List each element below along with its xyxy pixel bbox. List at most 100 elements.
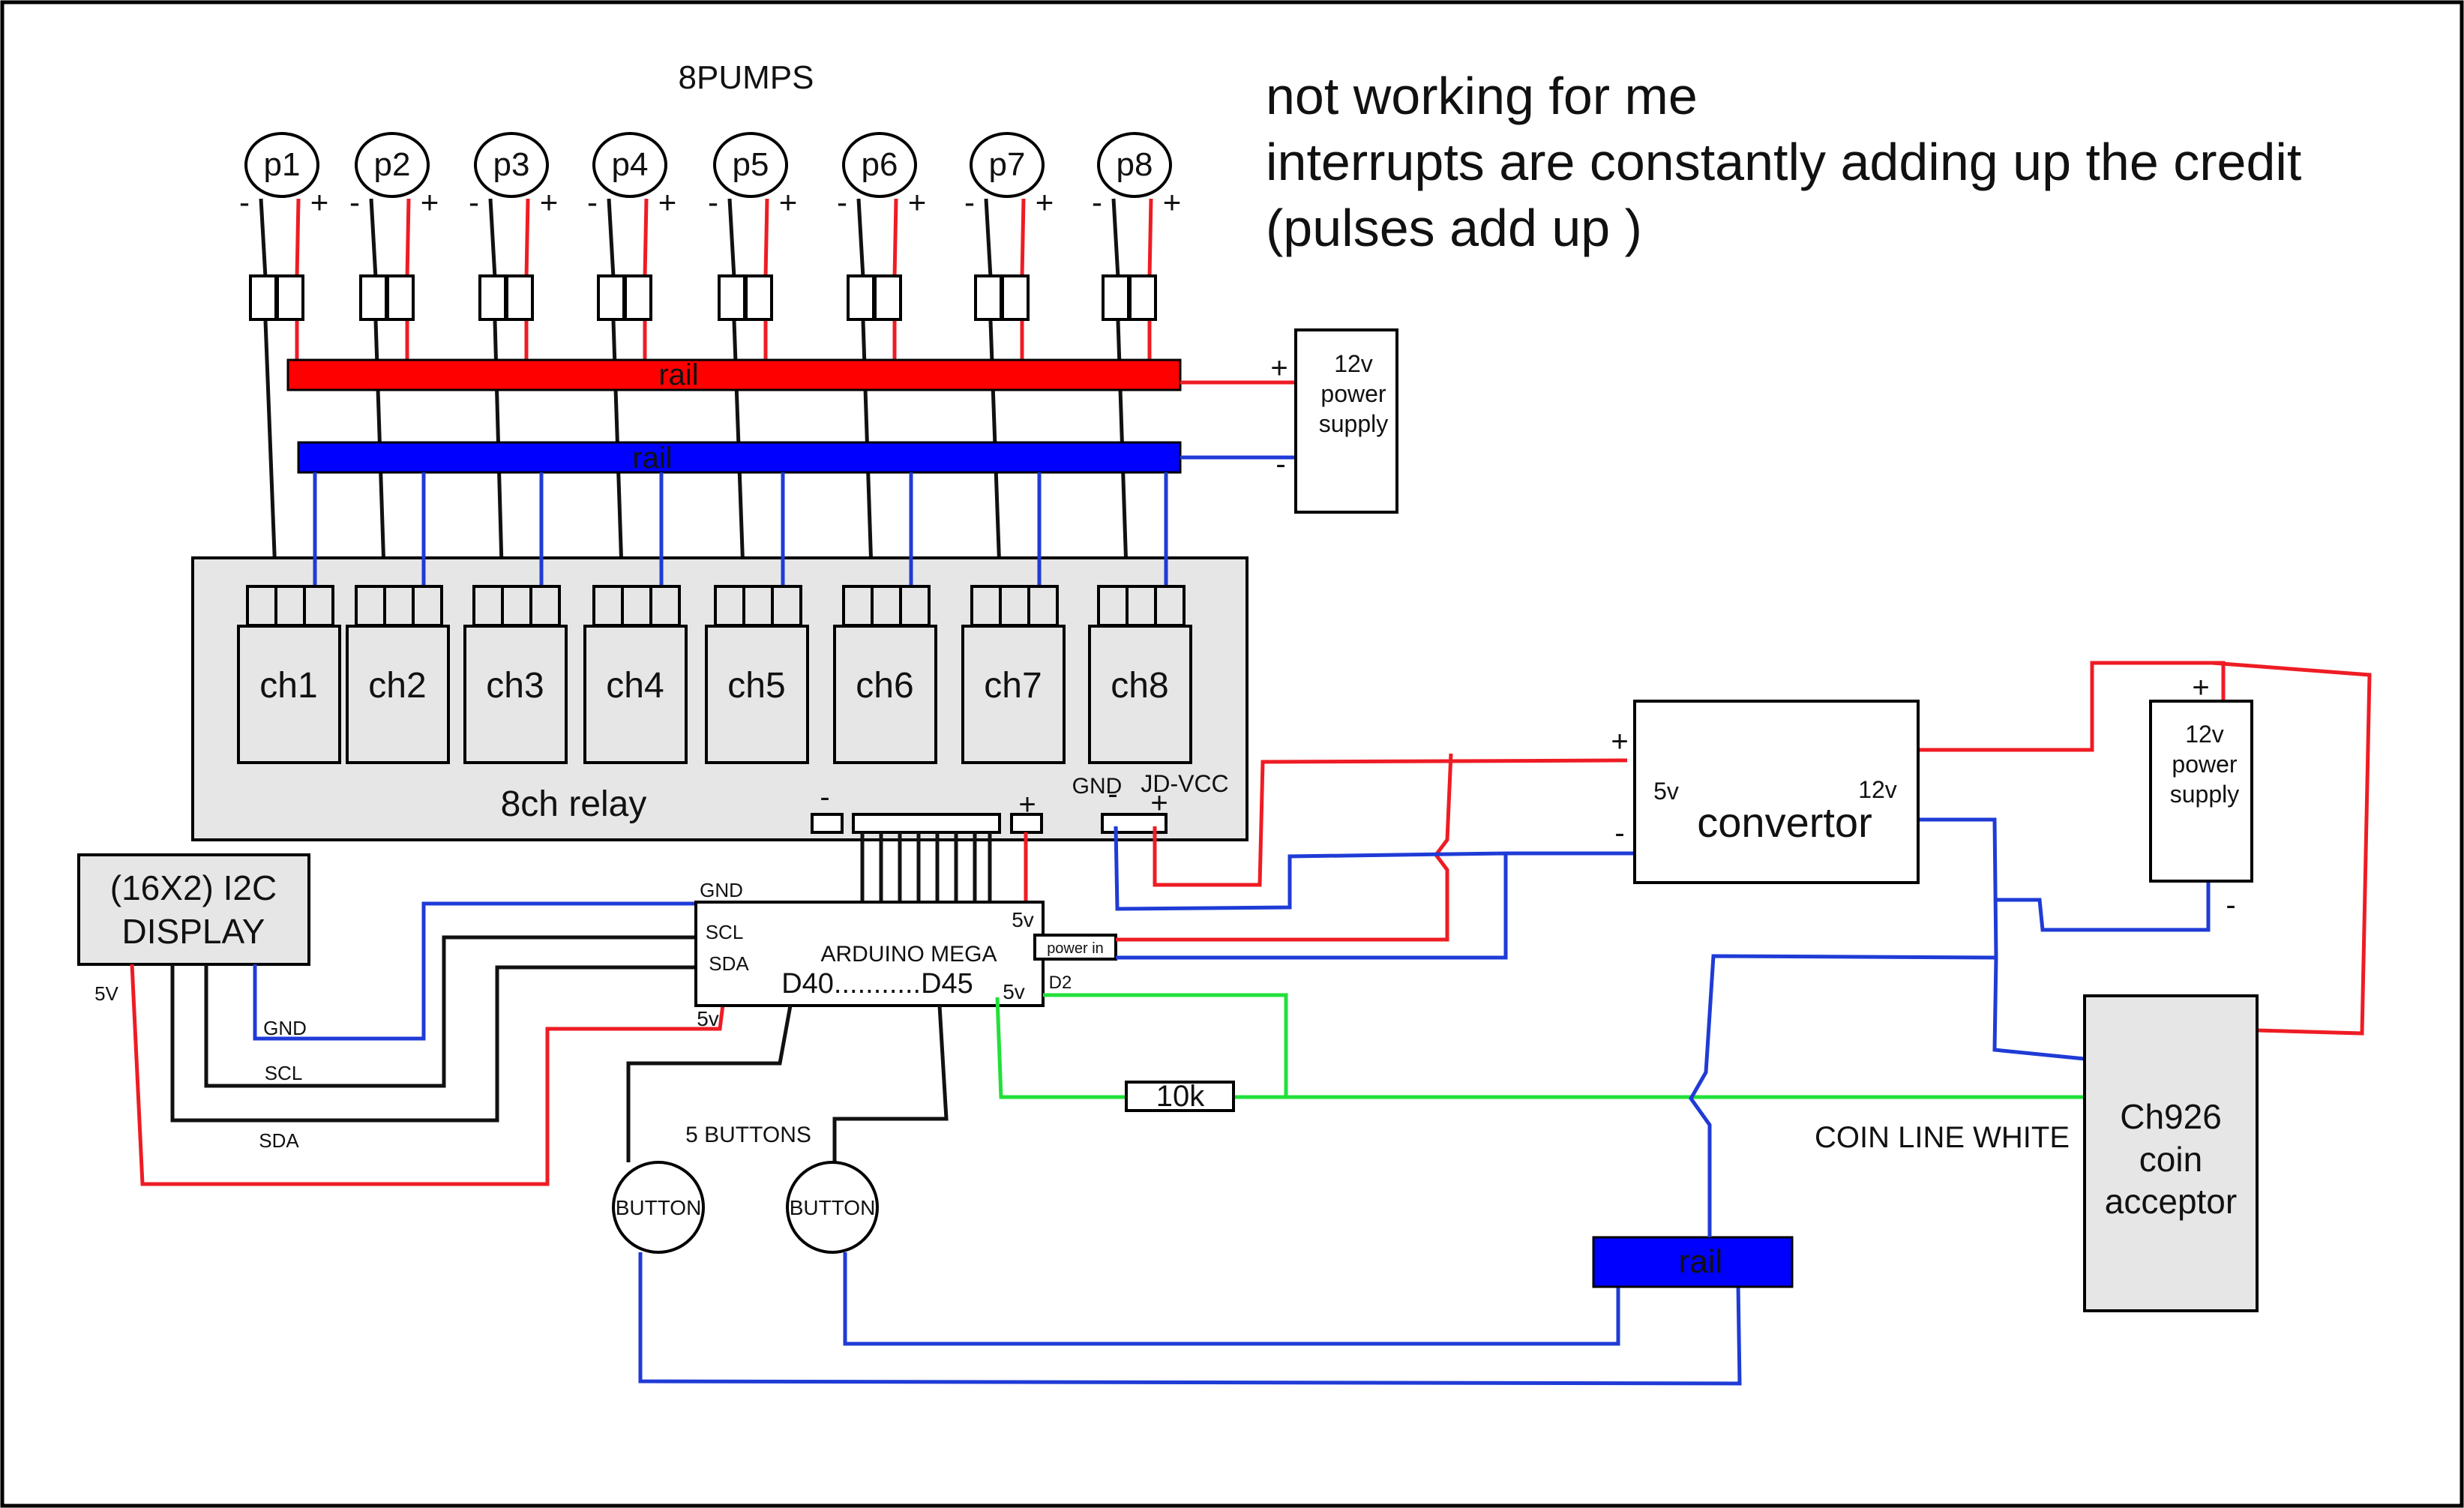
pump-7 (970, 132, 1045, 198)
bottom-rail-label: rail (1679, 1243, 1723, 1280)
relay-signal-wires (860, 832, 1028, 902)
relay-terminal (999, 585, 1030, 627)
note-line-2: interrupts are constantly adding up the … (1266, 133, 2301, 191)
relay-channel-label: ch2 (368, 666, 426, 706)
button-1-label: BUTTON (616, 1196, 702, 1219)
button-2-label: BUTTON (790, 1196, 876, 1219)
pump-connector-right (276, 274, 304, 321)
pump-connector-left (478, 274, 507, 321)
pump-connector-right (874, 274, 902, 321)
relay-channel-label: ch5 (727, 666, 785, 706)
lcd-display (77, 853, 310, 966)
arduino-5v-left: 5v (697, 1007, 719, 1030)
pump-connector-right (624, 274, 652, 321)
pump-connector-right (1129, 274, 1157, 321)
resistor-10k (1125, 1081, 1235, 1112)
negative-rail-label: rail (632, 442, 672, 475)
relay-terminal (1027, 585, 1059, 627)
relay-terminal (1154, 585, 1186, 627)
relay-terminal (501, 585, 532, 627)
relay-terminal (771, 585, 802, 627)
pump-plus: + (779, 184, 798, 220)
note-line-1: not working for me (1266, 67, 1698, 125)
relay-terminal (899, 585, 931, 627)
lcd-sda-label: SDA (259, 1129, 299, 1152)
pump-connector-left (1102, 274, 1130, 321)
relay-terminal (742, 585, 774, 627)
relay-minus-label: - (820, 781, 829, 814)
relay-terminal (472, 585, 504, 627)
buttons-caption: 5 BUTTONS (685, 1123, 811, 1147)
coin-line-label: COIN LINE WHITE (1815, 1121, 2070, 1154)
pump-connector-right (386, 274, 415, 321)
pump-minus: - (1092, 184, 1102, 220)
relay-plus-label: + (1018, 788, 1036, 821)
bottom-rail (1592, 1236, 1794, 1288)
pump-minus: - (964, 184, 975, 220)
pump-connector-right (1001, 274, 1030, 321)
relay-channel (583, 625, 688, 764)
psu-right (2149, 700, 2253, 883)
pump-label: p3 (493, 146, 530, 183)
arduino-5v-top: 5v (1012, 908, 1034, 931)
button-2[interactable] (786, 1161, 879, 1254)
converter-plus: + (1611, 725, 1628, 758)
relay-channel-label: ch6 (856, 666, 913, 706)
pump-label: p4 (612, 146, 649, 183)
pump-5 (713, 132, 788, 198)
pump-plus: + (310, 184, 329, 220)
relay-channel-label: ch3 (486, 666, 544, 706)
pump-connector-right (745, 274, 773, 321)
psu-right-line2: power (2172, 751, 2238, 778)
note-line-3: (pulses add up ) (1266, 199, 1642, 257)
pump-connector-left (249, 274, 277, 321)
relay-terminal (529, 585, 561, 627)
relay-channel-label: ch7 (984, 666, 1042, 706)
psu-top-plus: + (1270, 352, 1287, 385)
pump-label: p6 (862, 146, 898, 183)
pump-plus: + (421, 184, 439, 220)
relay-terminal (649, 585, 681, 627)
pump-minus: - (349, 184, 360, 220)
relay-signal-header (852, 813, 1001, 834)
lcd-scl-label: SCL (265, 1062, 303, 1084)
relay-terminal (842, 585, 874, 627)
relay-jd-minus: - (1108, 778, 1117, 811)
relay-channel (463, 625, 568, 764)
psu-right-minus: - (2226, 889, 2235, 922)
lcd-5v-label: 5V (94, 982, 118, 1005)
relay-terminal (592, 585, 624, 627)
pump-connector-left (974, 274, 1003, 321)
pump-plus: + (908, 184, 927, 220)
pump-minus: - (587, 184, 598, 220)
relay-terminal (970, 585, 1002, 627)
pump-label: p8 (1117, 146, 1153, 183)
converter-in: 5v (1653, 778, 1679, 805)
pump-connector-left (597, 274, 625, 321)
negative-rail (297, 441, 1182, 474)
relay-label: 8ch relay (501, 784, 647, 824)
converter-label: convertor (1697, 799, 1872, 846)
relay-terminal (274, 585, 306, 627)
relay-terminal (383, 585, 415, 627)
lcd-line2: DISPLAY (122, 912, 265, 951)
converter-minus: - (1614, 817, 1624, 850)
relay-terminal (714, 585, 745, 627)
lcd-gnd-label: GND (263, 1017, 307, 1039)
relay-terminal (871, 585, 902, 627)
relay-terminal (412, 585, 443, 627)
pump-4 (592, 132, 667, 198)
relay-channel (1088, 625, 1192, 764)
arduino-sda: SDA (709, 952, 749, 975)
relay-terminal (303, 585, 334, 627)
pump-label: p2 (374, 146, 411, 183)
pump-plus: + (540, 184, 559, 220)
pump-label: p7 (989, 146, 1026, 183)
relay-terminal (621, 585, 652, 627)
arduino-scl: SCL (706, 921, 744, 943)
converter (1633, 700, 1920, 884)
button-1[interactable] (612, 1161, 705, 1254)
arduino-d2: D2 (1049, 973, 1072, 993)
